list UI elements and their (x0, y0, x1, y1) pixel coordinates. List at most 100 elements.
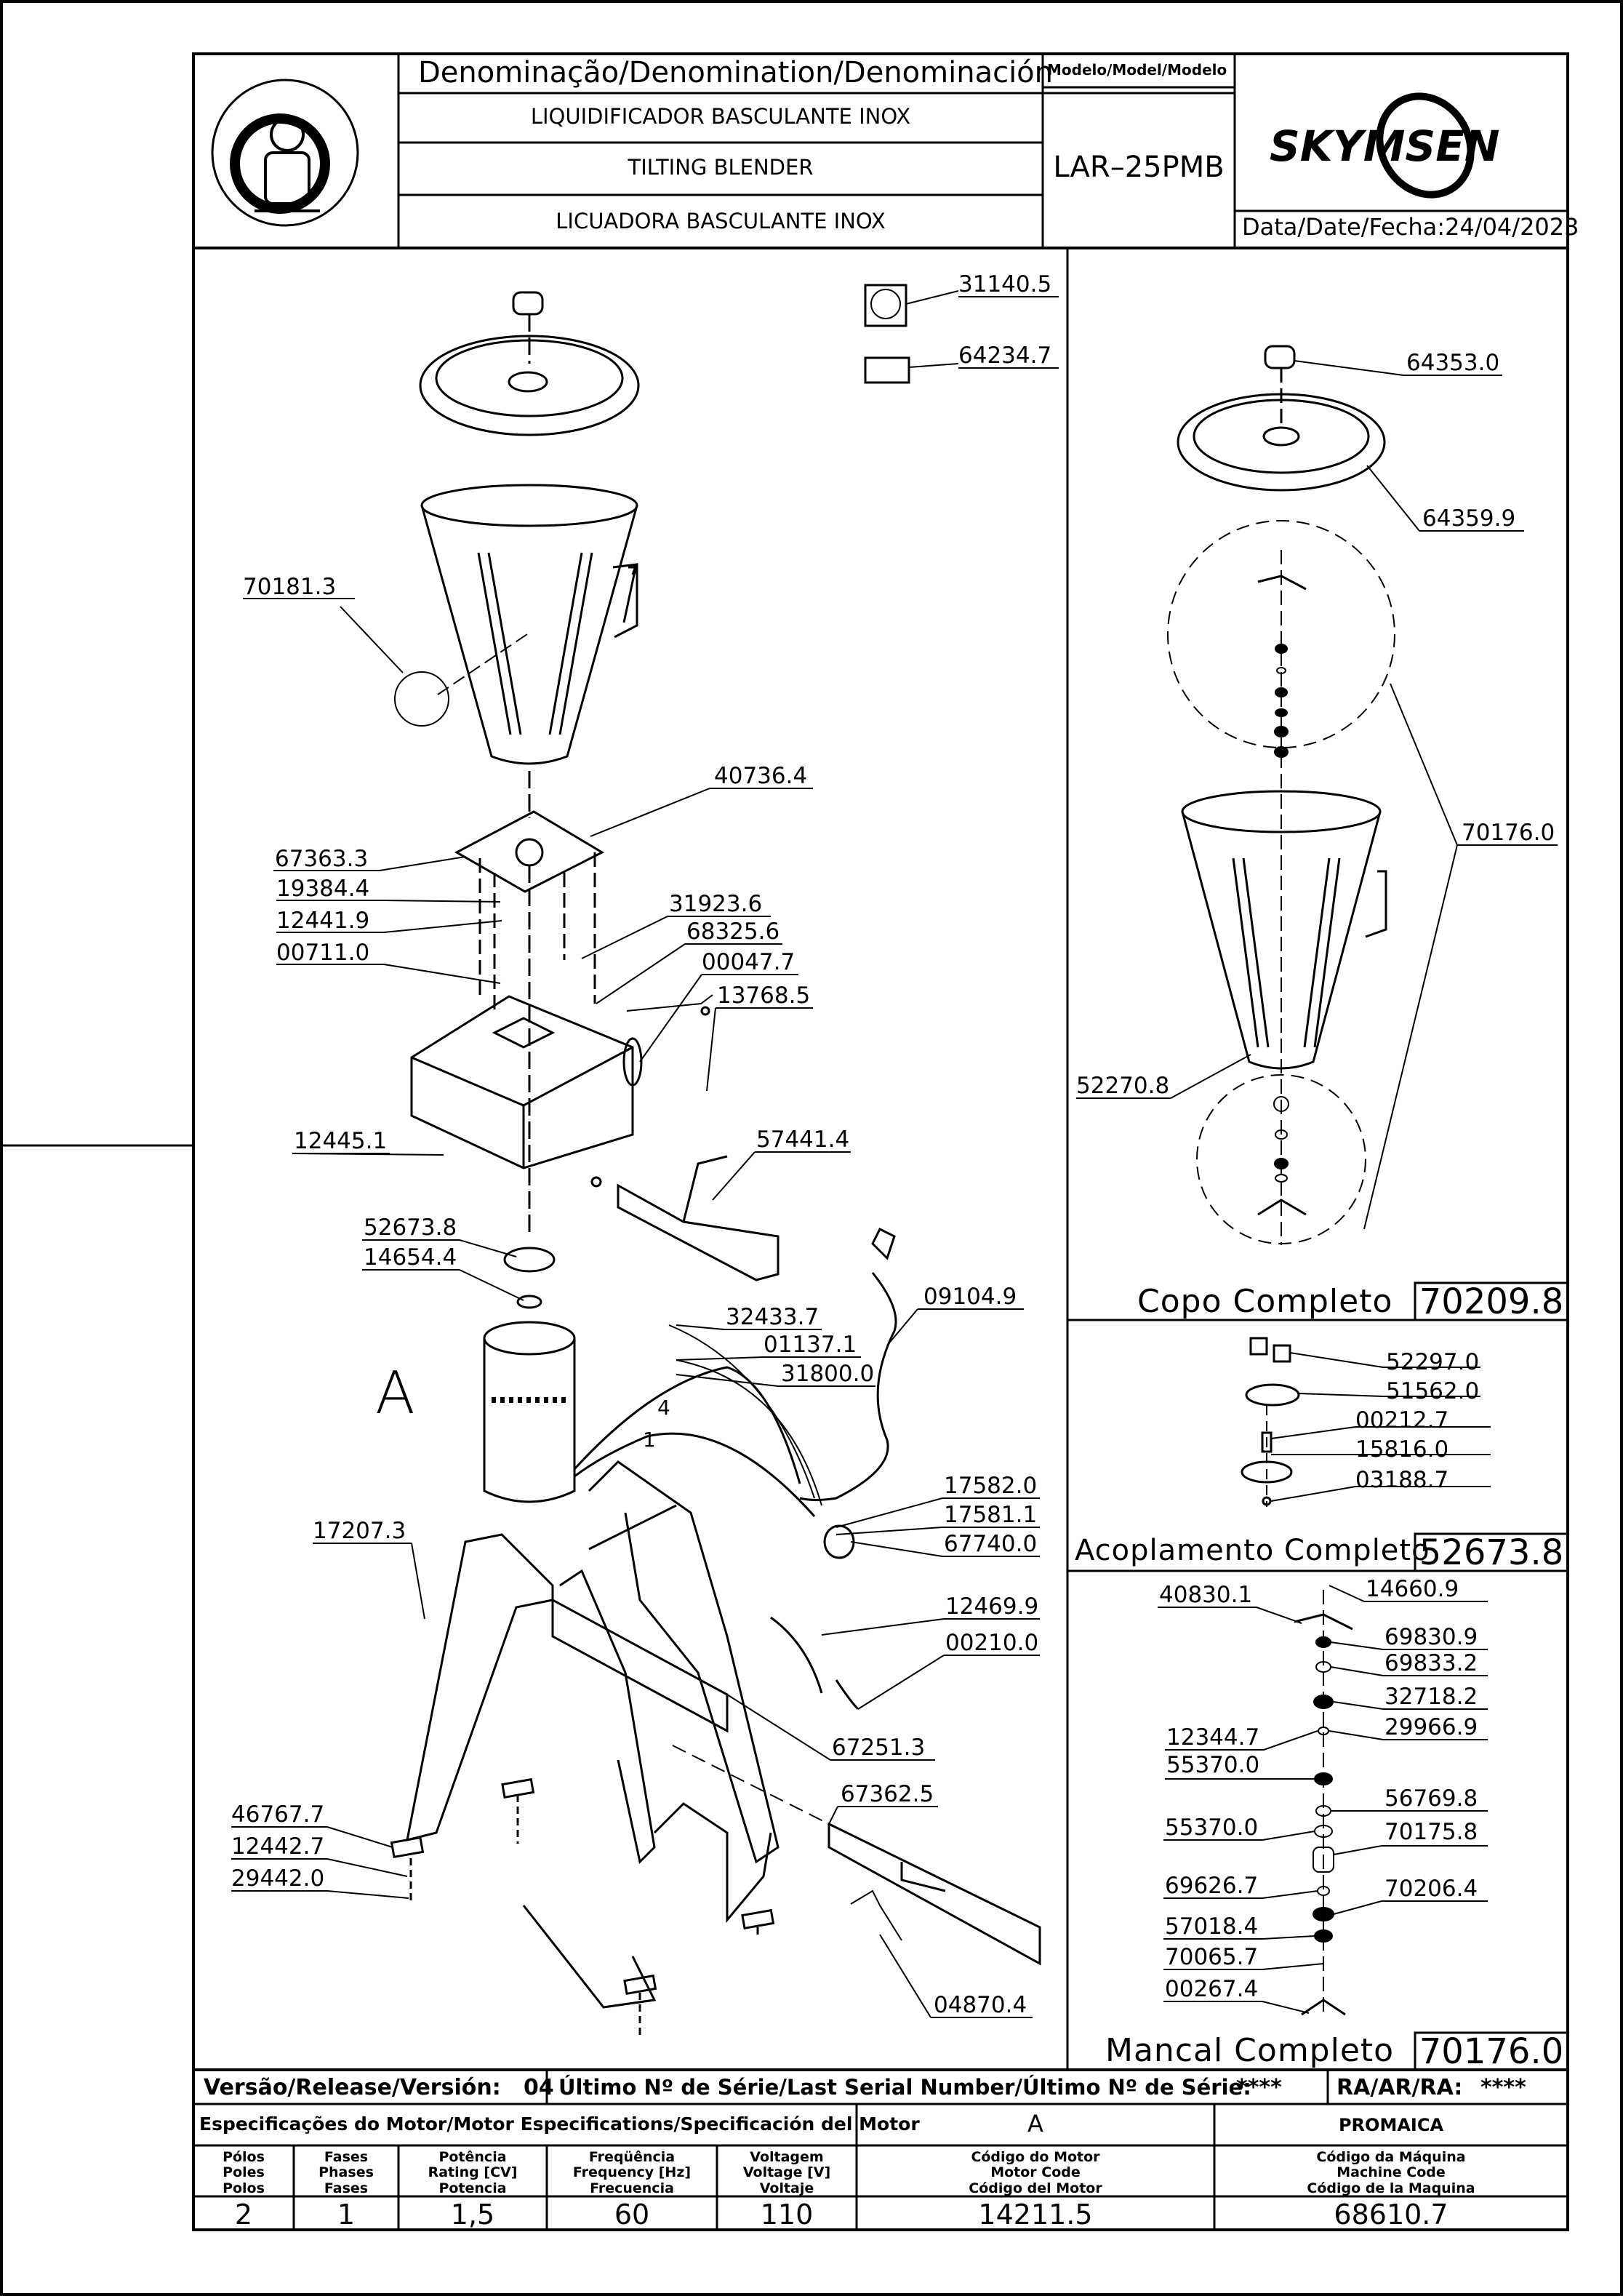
serial-value: **** (1236, 2075, 1282, 2100)
part-label: 04870.4 (934, 1992, 1027, 2018)
part-label: 00210.0 (945, 1630, 1039, 1656)
part-label: 17582.0 (944, 1473, 1038, 1499)
spec-header-machine-code: Código da Máquina Machine Code Código de… (1307, 2149, 1475, 2196)
serial-label: Último Nº de Série/Last Serial Number/Úl… (558, 2075, 1251, 2100)
part-label: 12469.9 (945, 1593, 1039, 1620)
part-label: 14654.4 (364, 1244, 457, 1271)
part-label: 69626.7 (1165, 1873, 1259, 1899)
part-label: 40830.1 (1159, 1582, 1253, 1608)
part-label: 70065.7 (1165, 1944, 1259, 1970)
part-label: 12441.9 (276, 908, 370, 934)
acoplamento-title: Acoplamento Completo (1075, 1534, 1430, 1567)
part-label: 52270.8 (1076, 1073, 1170, 1099)
version-value: 04 (524, 2075, 554, 2100)
sheet-frame (192, 52, 1569, 2231)
denomination-label: Denominação/Denomination/Denominación (418, 56, 1054, 89)
version-label: Versão/Release/Versión: 04 (204, 2077, 554, 2099)
part-label: 29966.9 (1384, 1714, 1478, 1740)
part-label: 52673.8 (364, 1215, 457, 1241)
part-label: 64234.7 (958, 343, 1052, 369)
spec-value-voltage: 110 (760, 2199, 814, 2231)
spec-header-voltage: Voltagem Voltage [V] Voltaje (742, 2149, 831, 2196)
part-label: 31800.0 (781, 1361, 875, 1387)
part-label: 00047.7 (702, 949, 796, 975)
mancal-code: 70176.0 (1419, 2031, 1564, 2072)
ra-label: RA/AR/RA: (1337, 2075, 1463, 2100)
motor-spec-letter: A (1027, 2110, 1043, 2137)
spec-header-rating: Potência Rating [CV] Potencia (428, 2149, 518, 2196)
spec-value-machine-code: 68610.7 (1334, 2199, 1448, 2231)
spec-value-frequency: 60 (614, 2199, 650, 2231)
part-label: 57018.4 (1165, 1913, 1259, 1940)
technical-assistance-seal (211, 79, 359, 227)
part-label: 70206.4 (1384, 1876, 1478, 1902)
copo-title: Copo Completo (1137, 1283, 1393, 1320)
ra-value: **** (1480, 2075, 1526, 2100)
part-label: 01137.1 (764, 1332, 857, 1358)
part-label: 00267.4 (1165, 1976, 1259, 2002)
version-caption: Versão/Release/Versión: (204, 2075, 501, 2100)
part-label: 67251.3 (832, 1735, 926, 1761)
wire-number: 4 (657, 1396, 670, 1420)
model-number: LAR–25PMB (1053, 151, 1225, 184)
part-label: 19384.4 (276, 876, 370, 902)
part-label: 00711.0 (276, 940, 370, 966)
part-label: 55370.0 (1166, 1752, 1260, 1778)
part-label: 55370.0 (1165, 1815, 1259, 1841)
part-label: 12442.7 (231, 1833, 325, 1860)
part-label: 15816.0 (1355, 1436, 1449, 1463)
part-label: 68325.6 (686, 919, 780, 945)
part-label: 67740.0 (944, 1531, 1038, 1557)
brand-logo-text: SKYMSEN (1270, 121, 1500, 171)
part-label: 29442.0 (231, 1865, 325, 1892)
part-label: 56769.8 (1384, 1785, 1478, 1812)
spec-header-frequency: Freqüência Frequency [Hz] Frecuencia (572, 2149, 692, 2196)
part-label: 14660.9 (1366, 1576, 1459, 1602)
model-label: Modelo/Model/Modelo (1047, 61, 1227, 79)
part-label: 64359.9 (1422, 505, 1516, 532)
name-es: LICUADORA BASCULANTE INOX (556, 209, 886, 233)
part-label: 69830.9 (1384, 1624, 1478, 1650)
skymsen-logo (1376, 92, 1475, 199)
spec-value-phases: 1 (337, 2199, 356, 2231)
copo-code: 70209.8 (1419, 1281, 1564, 1322)
spec-header-phases: Fases Phases Fases (318, 2149, 374, 2196)
date-value: 24/04/2023 (1445, 213, 1579, 241)
spec-value-motor-code: 14211.5 (978, 2199, 1093, 2231)
motor-letter: A (375, 1359, 415, 1427)
part-label: 09104.9 (923, 1284, 1017, 1310)
promaica-label: PROMAICA (1338, 2115, 1444, 2135)
part-label: 17207.3 (313, 1518, 406, 1544)
part-label: 00212.7 (1355, 1407, 1449, 1433)
name-en: TILTING BLENDER (628, 155, 814, 180)
part-label: 03188.7 (1355, 1467, 1449, 1493)
part-label: 31923.6 (669, 891, 763, 917)
spec-value-poles: 2 (234, 2199, 253, 2231)
part-label: 40736.4 (714, 763, 808, 789)
name-pt: LIQUIDIFICADOR BASCULANTE INOX (530, 104, 911, 129)
part-label: 12344.7 (1166, 1724, 1260, 1751)
mancal-title: Mancal Completo (1105, 2032, 1395, 2069)
part-label: 13768.5 (717, 983, 811, 1009)
part-label: 57441.4 (756, 1127, 850, 1153)
wire-number: 1 (643, 1428, 656, 1452)
part-label: 32718.2 (1384, 1684, 1478, 1710)
part-label: 51562.0 (1386, 1378, 1480, 1404)
part-label: 69833.2 (1384, 1650, 1478, 1676)
part-label: 31140.5 (958, 271, 1052, 297)
part-label: 67363.3 (275, 846, 369, 872)
part-label: 70181.3 (243, 574, 337, 600)
part-label: 46767.7 (231, 1801, 325, 1828)
part-label: 17581.1 (944, 1502, 1038, 1528)
spec-value-rating: 1,5 (450, 2199, 495, 2231)
date-caption: Data/Date/Fecha: (1242, 213, 1446, 241)
part-label: 70175.8 (1384, 1819, 1478, 1845)
acoplamento-code: 52673.8 (1419, 1532, 1564, 1573)
part-label: 67362.5 (841, 1781, 934, 1807)
part-label: 52297.0 (1386, 1349, 1480, 1375)
part-label: 64353.0 (1406, 350, 1500, 376)
date-label: Data/Date/Fecha:24/04/2023 (1242, 215, 1579, 239)
motor-spec-label: Especificações do Motor/Motor Especifica… (199, 2113, 920, 2135)
spec-header-poles: Pólos Poles Polos (223, 2149, 265, 2196)
